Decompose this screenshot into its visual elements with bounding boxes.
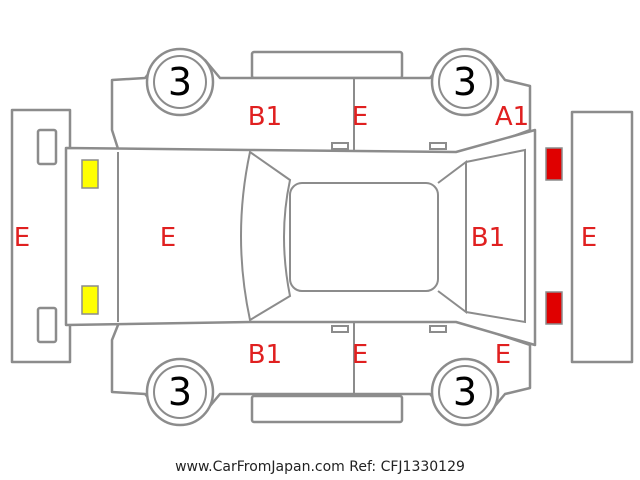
front-lamp-top bbox=[81, 159, 99, 189]
top-side-strip bbox=[250, 50, 404, 80]
rear-lamp-top bbox=[545, 147, 563, 181]
rear-window bbox=[437, 160, 467, 314]
code-rear-gate: B1 bbox=[471, 223, 505, 253]
code-rear-bumper: E bbox=[581, 223, 597, 253]
code-right-front-door: B1 bbox=[248, 340, 282, 370]
bottom-side-strip bbox=[250, 394, 404, 424]
code-front-bumper: E bbox=[14, 223, 30, 253]
rear-lamp-bottom bbox=[545, 291, 563, 325]
wheel-label: 3 bbox=[453, 60, 477, 104]
code-hood: E bbox=[160, 223, 176, 253]
front-bumper bbox=[10, 108, 72, 364]
wheel-label: 3 bbox=[168, 60, 192, 104]
wheel-label: 3 bbox=[453, 370, 477, 414]
door-handle-top-right bbox=[429, 142, 447, 150]
rear-gate-outline bbox=[465, 148, 526, 324]
front-lamp-bottom bbox=[81, 285, 99, 315]
roof bbox=[289, 182, 439, 292]
wheel-front-right: 3 bbox=[145, 357, 215, 427]
front-bumper-slot-bottom bbox=[36, 306, 58, 344]
code-left-front-door: B1 bbox=[248, 102, 282, 132]
code-right-rear-door: E bbox=[352, 340, 368, 370]
wheel-label: 3 bbox=[168, 370, 192, 414]
wheel-rear-right: 3 bbox=[430, 357, 500, 427]
wheel-rear-left: 3 bbox=[430, 47, 500, 117]
footer-reference: www.CarFromJapan.com Ref: CFJ1330129 bbox=[175, 459, 465, 475]
rear-bumper bbox=[570, 110, 634, 364]
wheel-front-left: 3 bbox=[145, 47, 215, 117]
windshield bbox=[240, 150, 292, 322]
door-handle-bottom-left bbox=[331, 325, 349, 333]
code-windshield-area: B1 bbox=[248, 102, 282, 132]
door-handle-bottom-right bbox=[429, 325, 447, 333]
code-right-rear-fender: E bbox=[495, 340, 511, 370]
front-bumper-slot-top bbox=[36, 128, 58, 166]
door-handle-top-left bbox=[331, 142, 349, 150]
code-left-rear-fender: A1 bbox=[495, 102, 529, 132]
code-left-rear-door: E bbox=[352, 102, 368, 132]
